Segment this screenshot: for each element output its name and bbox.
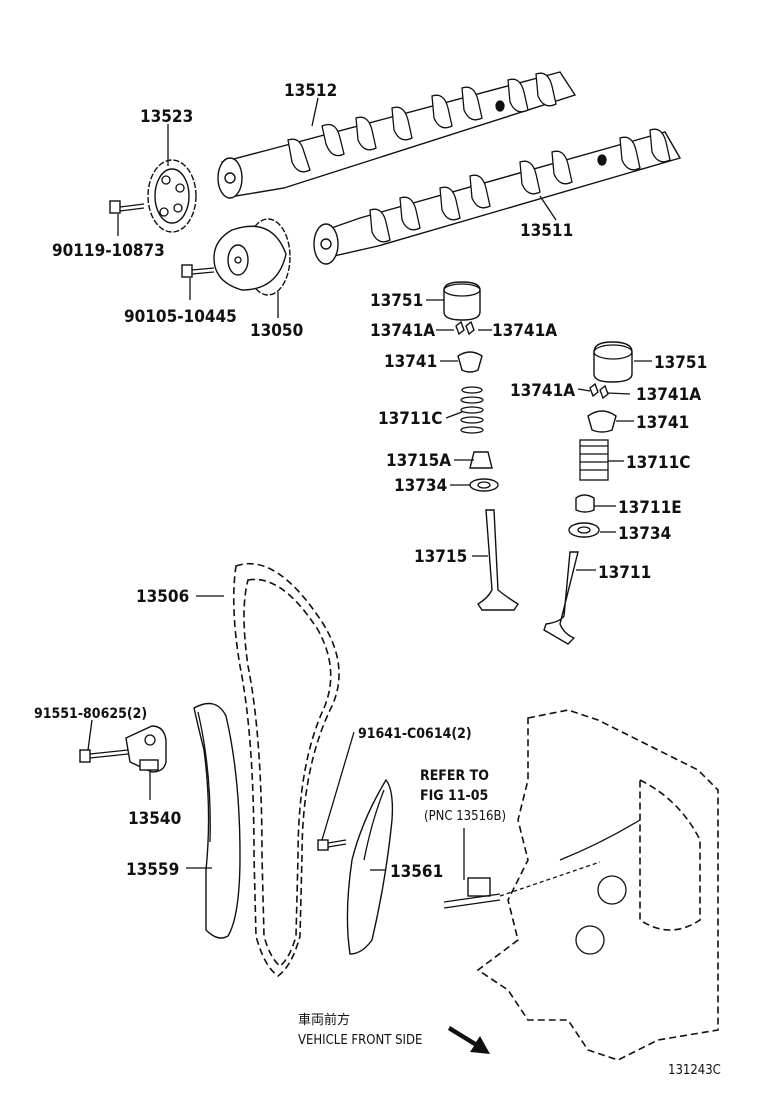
label-91551-80625: 91551-80625(2) [34,706,147,722]
chain-guide-13561 [346,778,394,955]
timing-chain-13506 [232,562,340,977]
bolt-91551-80625 [79,749,129,763]
label-13711c-left: 13711C [378,409,442,429]
label-13523: 13523 [140,107,193,127]
label-13741a-right-1: 13741A [510,381,575,401]
label-13711c-right: 13711C [626,453,690,473]
label-13741-right: 13741 [636,413,689,433]
sprocket-13523 [147,159,197,233]
label-13741a-left-1: 13741A [370,321,435,341]
label-13734-left: 13734 [394,476,447,496]
label-13741a-left-2: 13741A [492,321,557,341]
label-13751-left: 13751 [370,291,423,311]
pin-13516b [443,861,601,909]
label-13561: 13561 [390,862,443,882]
camshaft-13511 [313,128,682,265]
label-13741-left: 13741 [384,352,437,372]
bolt-90119-10873 [109,200,145,214]
figure-id: 131243C [668,1063,721,1078]
label-13711: 13711 [598,563,651,583]
refer-line-2: FIG 11-05 [420,788,488,804]
refer-line-1: REFER TO [420,768,489,784]
valve-stack-right [543,341,633,645]
vehicle-front-en: VEHICLE FRONT SIDE [298,1033,422,1048]
engine-block-outline [476,709,719,1061]
chain-guide-13559 [193,702,241,939]
label-13512: 13512 [284,81,337,101]
label-13559: 13559 [126,860,179,880]
label-13741a-right-2: 13741A [636,385,701,405]
label-13506: 13506 [136,587,189,607]
leader-lines [87,97,652,880]
camshaft-13512 [217,71,577,199]
label-13751-right: 13751 [654,353,707,373]
vehicle-front-arrow-icon [448,1026,490,1054]
label-13715: 13715 [414,547,467,567]
vehicle-front-jp: 車両前方 [298,1012,350,1028]
refer-line-3: (PNC 13516B) [424,809,506,824]
bolt-91641-C0614 [317,839,347,851]
label-91641-c0614: 91641-C0614(2) [358,726,472,742]
label-90105-10445: 90105-10445 [124,307,237,327]
bolt-90105-10445 [181,264,215,278]
label-13540: 13540 [128,809,181,829]
label-90119-10873: 90119-10873 [52,241,165,261]
label-13050: 13050 [250,321,303,341]
vvt-gear-13050 [213,218,291,296]
label-13734-right: 13734 [618,524,671,544]
label-13715a: 13715A [386,451,451,471]
label-13511: 13511 [520,221,573,241]
valve-stack-left [443,281,519,611]
label-13711e: 13711E [618,498,682,518]
tensioner-13540 [125,725,167,773]
